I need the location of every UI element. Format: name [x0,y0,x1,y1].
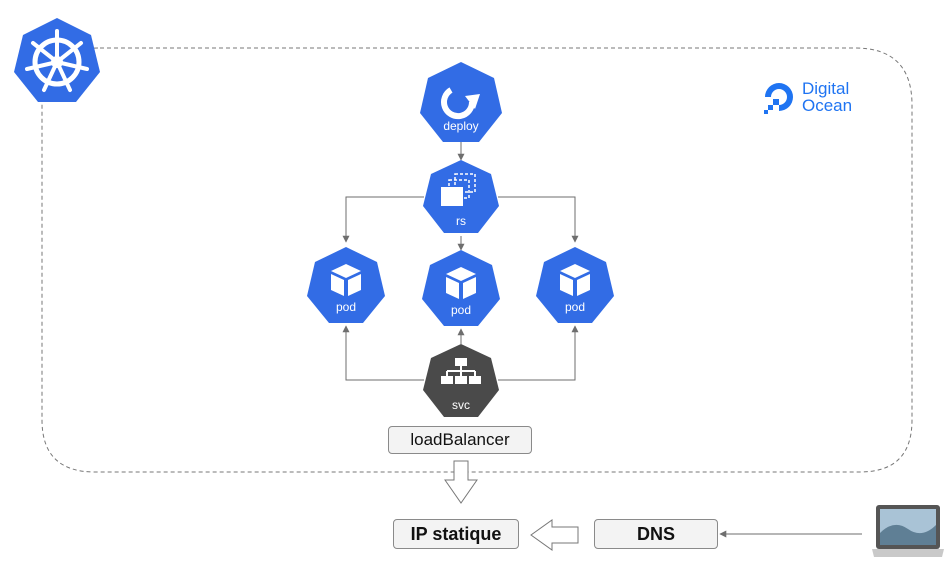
rs-node[interactable]: rs [423,160,499,233]
pod-left-node[interactable]: pod [307,247,385,323]
digitalocean-line1: Digital [802,79,850,98]
digitalocean-logo-icon [764,83,793,114]
laptop-icon [872,505,944,557]
arrow-lb-to-ip [444,460,478,504]
pod-cube-icon [446,267,476,299]
svc-label: svc [452,398,470,412]
edge-svc-pod-left [342,325,424,381]
svc-node[interactable]: svc [423,344,499,417]
digitalocean-logo: Digital Ocean [762,80,852,114]
arrow-dns-to-ip [530,519,579,551]
deploy-label: deploy [443,119,478,133]
pod-right-node[interactable]: pod [536,247,614,323]
connectors [342,142,862,538]
dns-box[interactable]: DNS [594,519,718,549]
load-balancer-label: loadBalancer [410,430,510,449]
pod-cube-icon [560,264,590,296]
ip-statique-label: IP statique [410,523,502,544]
service-hierarchy-icon [441,358,481,384]
load-balancer-box[interactable]: loadBalancer [388,426,532,454]
pod-center-node[interactable]: pod [422,250,500,326]
kubernetes-helm-icon [14,18,100,102]
edge-rs-pod-right [498,196,579,243]
pod-center-label: pod [451,303,471,317]
digitalocean-line2: Ocean [802,96,853,115]
edge-rs-pod-left [342,196,424,243]
dns-label: DNS [636,523,675,544]
deploy-node[interactable]: deploy [420,62,502,142]
ip-statique-box[interactable]: IP statique [393,519,519,549]
deploy-refresh-icon [441,87,480,120]
replicaset-stack-icon [441,173,476,206]
edge-svc-pod-right [498,325,579,381]
pod-cube-icon [331,264,361,296]
pod-right-label: pod [565,300,585,314]
digitalocean-wordmark: Digital Ocean [802,80,852,114]
rs-label: rs [456,214,466,228]
pod-left-label: pod [336,300,356,314]
